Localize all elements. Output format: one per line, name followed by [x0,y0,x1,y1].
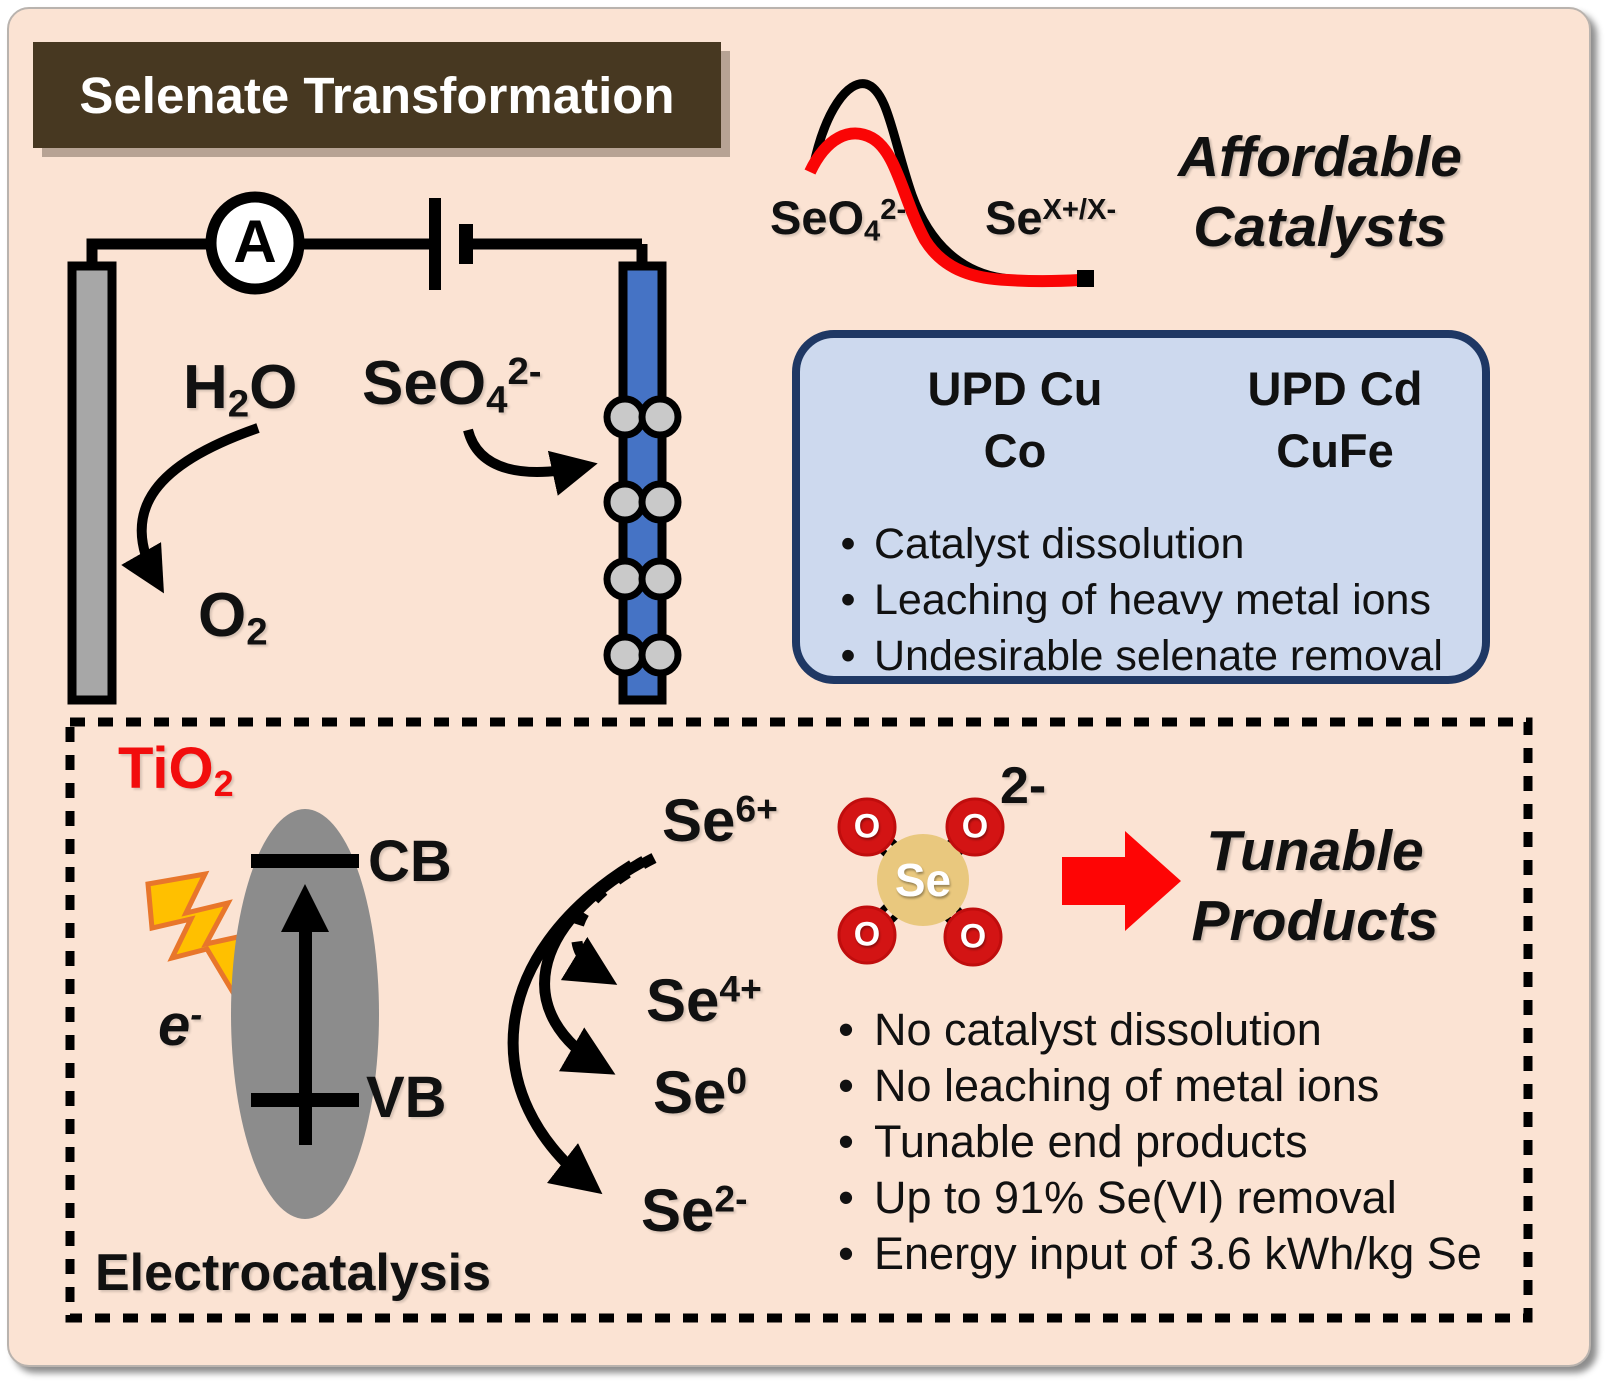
cascade-arrows-icon [507,853,657,1195]
list-item: • Tunable end products [838,1116,1308,1167]
selenate-molecule-icon [837,797,1005,967]
list-item: • Energy input of 3.6 kWh/kg Se [838,1228,1482,1279]
selenium-atom [877,834,969,926]
list-item: • Up to 91% Se(VI) removal [838,1172,1397,1223]
catalyst-drawbacks-list: • Catalyst dissolution • Leaching of hea… [822,516,1472,684]
se2-label: Se2- [641,1177,748,1244]
activation-energy-curves-icon [804,79,1094,288]
arrow-se6-to-se2 [507,860,635,1195]
title-banner: Selenate Transformation [33,42,721,148]
electron-label: e- [158,993,203,1058]
list-item: • No catalyst dissolution [838,1004,1322,1055]
valence-band-label: VB [366,1065,447,1130]
tio2-label: TiO2 [118,736,234,804]
curve-product-label: SeX+/X- [985,191,1117,244]
bandgap-ellipse-icon [231,809,379,1219]
oxygen-atom [943,907,1003,967]
electrocatalysis-panel-border [65,717,1533,1323]
selenate-to-electrode-arrow [463,428,598,496]
curve-reactant-label: SeO42- [770,191,907,248]
selenium-atom-label: Se [894,854,952,906]
conduction-band-bar [251,854,359,868]
circuit-wires-icon [86,238,648,270]
oxygen-atom [945,797,1005,857]
oxygen-atom-label: O [853,807,881,846]
battery-icon [429,198,473,290]
conduction-band-label: CB [368,829,452,894]
list-item: • Catalyst dissolution [840,520,1245,568]
uncatalyzed-curve [808,79,1087,287]
page-title: Selenate Transformation [79,66,675,124]
oxygen-atom-label: O [961,807,989,846]
water-to-oxygen-arrow [121,423,260,594]
list-item: • No leaching of metal ions [838,1060,1380,1111]
water-label: H2O [183,353,298,426]
catalyzed-curve [804,127,1081,288]
oxygen-atom [837,905,897,965]
se4-label: Se4+ [646,967,762,1034]
anode-electrode [67,261,117,705]
oxygen-atom-label: O [959,917,987,956]
ammeter-label: A [233,208,277,276]
ammeter-icon [205,191,305,295]
catalyst-column-2: UPD Cd CuFe [1247,362,1423,477]
oxygen-label: O2 [198,581,268,654]
tunable-products-headline: Tunable Products [1191,819,1439,953]
oxygen-atom-label: O [853,915,881,954]
selenate-label: SeO42- [362,349,542,422]
adsorbed-particles-icon [603,395,682,677]
se0-label: Se0 [653,1059,748,1126]
affordable-catalysts-headline: Affordable Catalysts [1178,125,1462,259]
electrocatalysis-caption: Electrocatalysis [95,1244,492,1302]
list-item: • Leaching of heavy metal ions [840,576,1431,624]
molecule-charge-label: 2- [1000,757,1047,815]
se6-label: Se6+ [662,787,778,854]
tunable-products-arrow [1062,831,1181,931]
excitation-arrow [281,884,329,932]
catalyst-column-1: UPD Cu Co [927,362,1103,477]
curve-end-cap [1077,270,1094,287]
upd-catalyst-box: UPD Cu Co UPD Cd CuFe • Catalyst dissolu… [792,330,1490,684]
list-item: • Undesirable selenate removal [840,632,1443,680]
oxygen-atom [837,797,897,857]
electrocatalysis-advantages-list: • No catalyst dissolution • No leaching … [818,1002,1538,1282]
